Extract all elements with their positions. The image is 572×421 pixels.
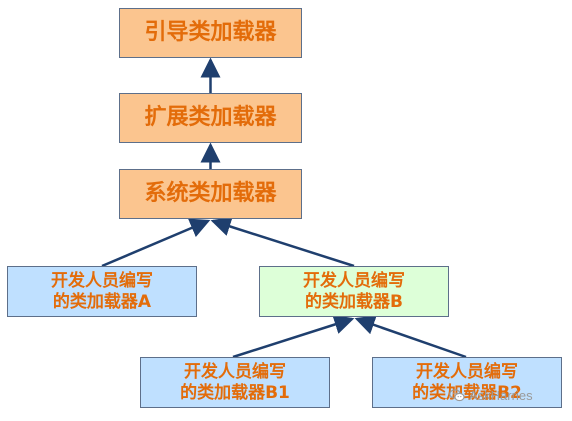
developer-class-loader-b2-label: 开发人员编写 的类加载器B2 — [412, 362, 522, 403]
edge-dev-b-to-system — [210, 216, 355, 268]
extension-class-loader-node: 扩展类加载器 — [119, 93, 302, 143]
developer-class-loader-a-label: 开发人员编写 的类加载器A — [51, 271, 153, 312]
system-class-loader-node: 系统类加载器 — [119, 169, 302, 219]
developer-class-loader-b-label: 开发人员编写 的类加载器B — [303, 271, 405, 312]
wechat-icon — [449, 389, 465, 402]
extension-class-loader-label: 扩展类加载器 — [144, 104, 277, 130]
watermark: AskHarries — [449, 388, 533, 403]
system-class-loader-label: 系统类加载器 — [144, 180, 277, 206]
bootstrap-class-loader-label: 引导类加载器 — [144, 19, 277, 45]
developer-class-loader-b2-node: 开发人员编写 的类加载器B2 — [372, 357, 562, 408]
edge-dev-b2-to-dev-b — [354, 315, 467, 359]
developer-class-loader-b1-node: 开发人员编写 的类加载器B1 — [140, 357, 330, 408]
edge-dev-a-to-system — [101, 218, 211, 268]
developer-class-loader-a-node: 开发人员编写 的类加载器A — [7, 266, 197, 317]
developer-class-loader-b1-label: 开发人员编写 的类加载器B1 — [180, 362, 290, 403]
bootstrap-class-loader-node: 引导类加载器 — [119, 8, 302, 58]
edge-dev-b1-to-dev-b — [232, 314, 355, 359]
watermark-text: AskHarries — [469, 388, 533, 403]
developer-class-loader-b-node: 开发人员编写 的类加载器B — [259, 266, 449, 317]
